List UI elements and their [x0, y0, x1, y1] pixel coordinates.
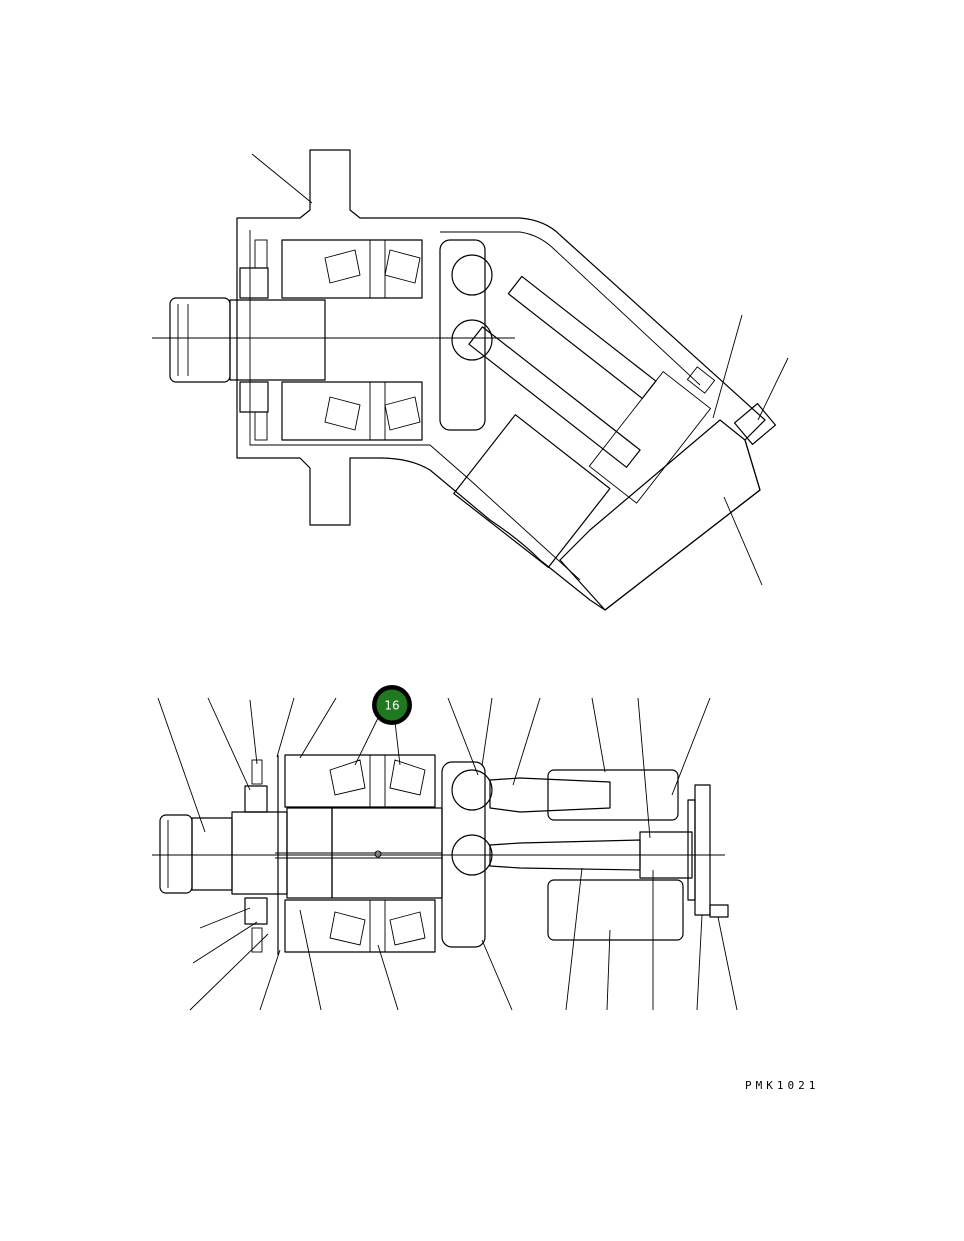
bearing-lower [281, 381, 423, 441]
shaft-spline [159, 814, 193, 894]
shaft-neck [191, 817, 233, 891]
piston-lower [468, 326, 641, 468]
seal-ring-upper [244, 785, 268, 813]
cylinder-block-upper [547, 769, 679, 821]
cylinder-block [453, 414, 611, 568]
callout-number: 16 [384, 699, 399, 713]
pump-housing [236, 149, 766, 611]
bearing-outer-lower [284, 899, 436, 953]
exploded-parts-view [152, 697, 738, 1011]
drive-shaft [229, 299, 326, 381]
piston-rod-upper [489, 777, 611, 813]
valve-plate [694, 784, 711, 916]
assembled-pump-view [152, 149, 789, 611]
flange-plate [441, 761, 486, 948]
shaft-seal-upper [239, 267, 269, 299]
drawing-code: PMK1021 [745, 1079, 820, 1092]
callout-leader-left [354, 717, 379, 766]
callout-leader-right [394, 721, 401, 766]
cylinder-block-lower [547, 879, 684, 941]
callout-16[interactable]: 16 [372, 685, 412, 725]
end-cover [559, 419, 761, 611]
drive-flange [439, 239, 486, 431]
port-plug [733, 403, 777, 445]
callout-fill [376, 689, 408, 721]
bearing-outer-upper [284, 754, 436, 808]
shaft-seal-lower [239, 381, 269, 413]
spring-seat [639, 831, 693, 879]
shaft-spline-end [169, 297, 231, 383]
piston-upper [507, 275, 657, 400]
bearing-upper [281, 239, 423, 299]
seal-ring-lower [244, 897, 268, 925]
dowel-pin [709, 904, 729, 918]
